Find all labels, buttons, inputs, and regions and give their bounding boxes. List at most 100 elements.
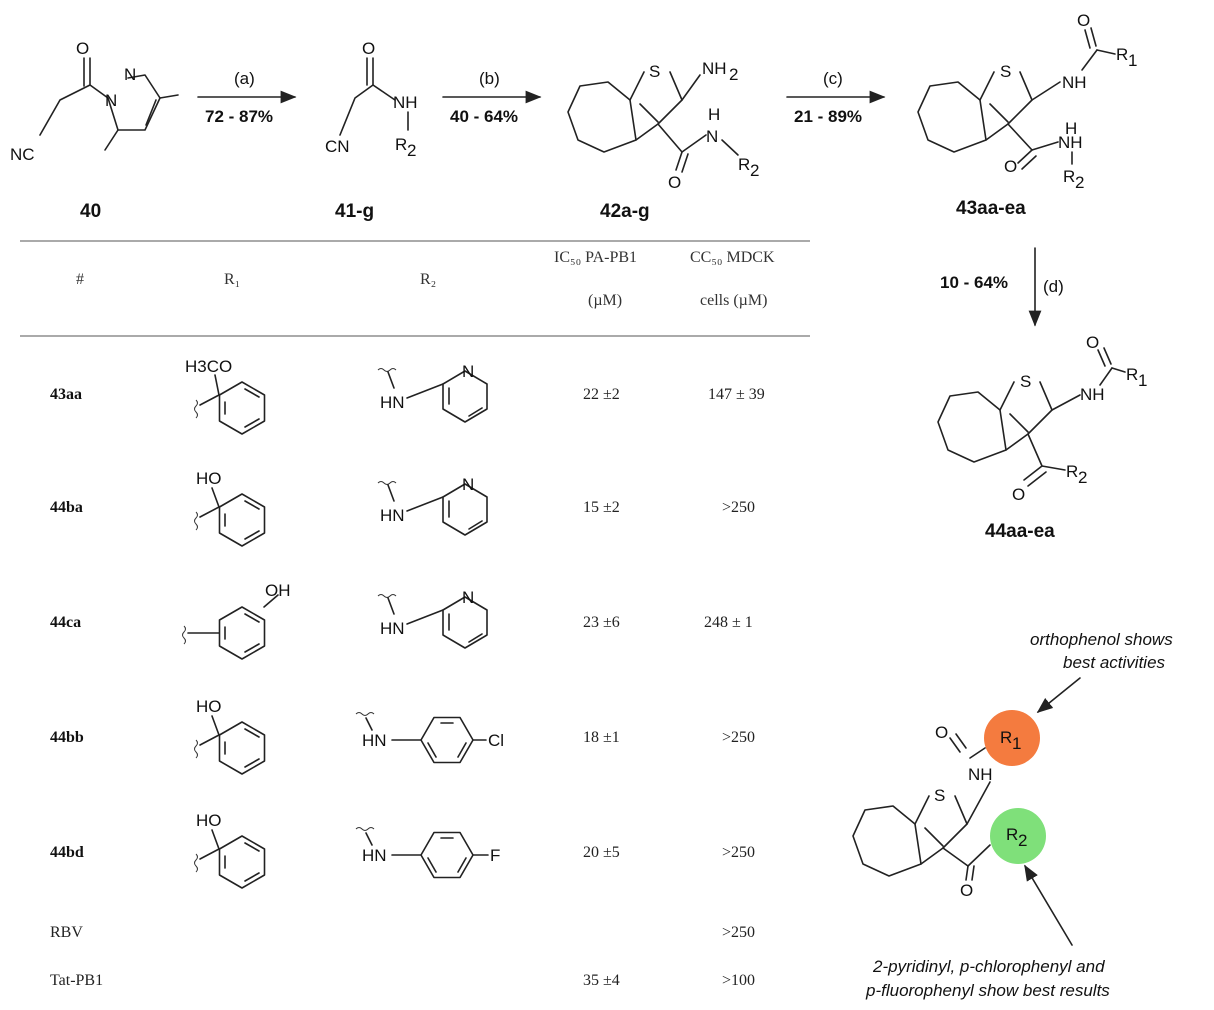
r2-structure-2-pyridinylamino: HN N: [377, 588, 488, 649]
r2-note-line2: p-fluorophenyl show best results: [865, 981, 1110, 1000]
atom-label: 2: [407, 141, 416, 160]
activity-table: # R₁ R₂ IC₅₀ PA-PB1 (µM) CC₅₀ MDCK cells…: [20, 240, 810, 989]
atom-label: 1: [1012, 734, 1021, 753]
atom-label: N: [124, 65, 136, 84]
atom-label: 1: [1128, 51, 1137, 70]
compound-label-40: 40: [80, 201, 101, 222]
atom-label: N: [706, 127, 718, 146]
ic50-value: 22 ±2: [583, 386, 620, 403]
compound-label-41g: 41-g: [335, 201, 374, 222]
compound-43aaea-structure: S NH O R 1 NH H O R 2: [917, 11, 1137, 192]
atom-label: N: [462, 588, 474, 607]
atom-label: O: [1077, 11, 1090, 30]
header-id: #: [76, 271, 84, 288]
header-cc50-line2: cells (µM): [700, 292, 767, 309]
atom-label: HN: [362, 731, 387, 750]
table-row-id: 44ca: [50, 614, 81, 631]
table-row-id: 44bb: [50, 729, 84, 746]
atom-label: HN: [380, 619, 405, 638]
yield-label: 10 - 64%: [940, 273, 1008, 292]
r1-structure-2-hydroxyphenyl: HO: [194, 469, 266, 547]
ic50-value: 15 ±2: [583, 499, 620, 516]
atom-label: O: [362, 39, 375, 58]
atom-label: NC: [10, 145, 35, 164]
atom-label: S: [1020, 372, 1031, 391]
reagent-label: (b): [479, 69, 500, 88]
atom-label: NH: [393, 93, 418, 112]
atom-label: NH: [1080, 385, 1105, 404]
header-r1: R₁: [224, 271, 240, 288]
atom-label: NH: [702, 59, 727, 78]
r2-note-line1: 2-pyridinyl, p-chlorophenyl and: [872, 957, 1105, 976]
atom-label: O: [1012, 485, 1025, 504]
atom-label: OH: [265, 581, 291, 600]
atom-label: HN: [362, 846, 387, 865]
atom-label: R: [1116, 45, 1128, 64]
atom-label: HN: [380, 506, 405, 525]
atom-label: R: [738, 155, 750, 174]
table-row-id: RBV: [50, 924, 83, 941]
reaction-arrow-a: (a) 72 - 87%: [197, 69, 297, 126]
atom-label: HN: [380, 393, 405, 412]
reagent-label: (d): [1043, 277, 1064, 296]
reaction-arrow-b: (b) 40 - 64%: [442, 69, 542, 126]
table-row-id: Tat-PB1: [50, 972, 103, 989]
r1-structure-3-hydroxyphenyl: OH: [182, 581, 291, 660]
atom-label: Cl: [488, 731, 504, 750]
sar-summary: orthophenol shows best activities S NH O…: [852, 630, 1173, 1000]
table-row-id: 44bd: [50, 844, 84, 861]
atom-label: R: [395, 135, 407, 154]
r2-structure-2-pyridinylamino: HN N: [377, 475, 488, 536]
atom-label: HO: [196, 469, 222, 488]
atom-label: 2: [1078, 468, 1087, 487]
atom-label: N: [105, 91, 117, 110]
atom-label: R: [1006, 825, 1018, 844]
compound-label-43aaea: 43aa-ea: [956, 198, 1026, 219]
header-cc50-line1: CC₅₀ MDCK: [690, 249, 775, 266]
atom-label: R: [1063, 167, 1075, 186]
atom-label: CN: [325, 137, 350, 156]
atom-label: R: [1126, 365, 1138, 384]
atom-label: S: [649, 62, 660, 81]
cc50-value: >250: [722, 844, 755, 861]
yield-label: 21 - 89%: [794, 107, 862, 126]
cc50-value: >250: [722, 499, 755, 516]
atom-label: N: [462, 475, 474, 494]
cc50-value: >100: [722, 972, 755, 989]
compound-label-42ag: 42a-g: [600, 201, 650, 222]
r1-structure-2-hydroxyphenyl: HO: [194, 811, 266, 889]
compound-44aaea-structure: S NH O R 1 O R 2: [937, 333, 1147, 504]
atom-label: H: [708, 105, 720, 124]
compound-42ag-structure: S NH 2 H N O R 2: [567, 59, 759, 192]
r1-pointer-arrow: [1036, 677, 1081, 714]
atom-label: O: [1004, 157, 1017, 176]
atom-label: S: [1000, 62, 1011, 81]
r1-structure-2-methoxyphenyl: H3CO: [185, 357, 266, 435]
atom-label: O: [668, 173, 681, 192]
atom-label: H3CO: [185, 357, 232, 376]
cc50-value: >250: [722, 729, 755, 746]
atom-label: F: [490, 846, 500, 865]
atom-label: S: [934, 786, 945, 805]
atom-label: NH: [1058, 133, 1083, 152]
atom-label: R: [1066, 462, 1078, 481]
atom-label: N: [462, 362, 474, 381]
atom-label: HO: [196, 697, 222, 716]
cc50-value: >250: [722, 924, 755, 941]
atom-label: R: [1000, 728, 1012, 747]
r1-note-line2: best activities: [1063, 653, 1166, 672]
atom-label: 2: [750, 161, 759, 180]
atom-label: H: [1065, 119, 1077, 138]
reagent-label: (c): [823, 69, 843, 88]
r2-pointer-arrow: [1024, 864, 1073, 946]
ic50-value: 20 ±5: [583, 844, 620, 861]
compound-41g-structure: O NH CN R 2: [325, 39, 418, 160]
r2-structure-4-chlorophenylamino: HN Cl: [355, 712, 504, 764]
atom-label: O: [1086, 333, 1099, 352]
atom-label: NH: [968, 765, 993, 784]
atom-label: O: [76, 39, 89, 58]
yield-label: 72 - 87%: [205, 107, 273, 126]
compound-40-structure: O N N NC: [10, 39, 179, 164]
atom-label: NH: [1062, 73, 1087, 92]
